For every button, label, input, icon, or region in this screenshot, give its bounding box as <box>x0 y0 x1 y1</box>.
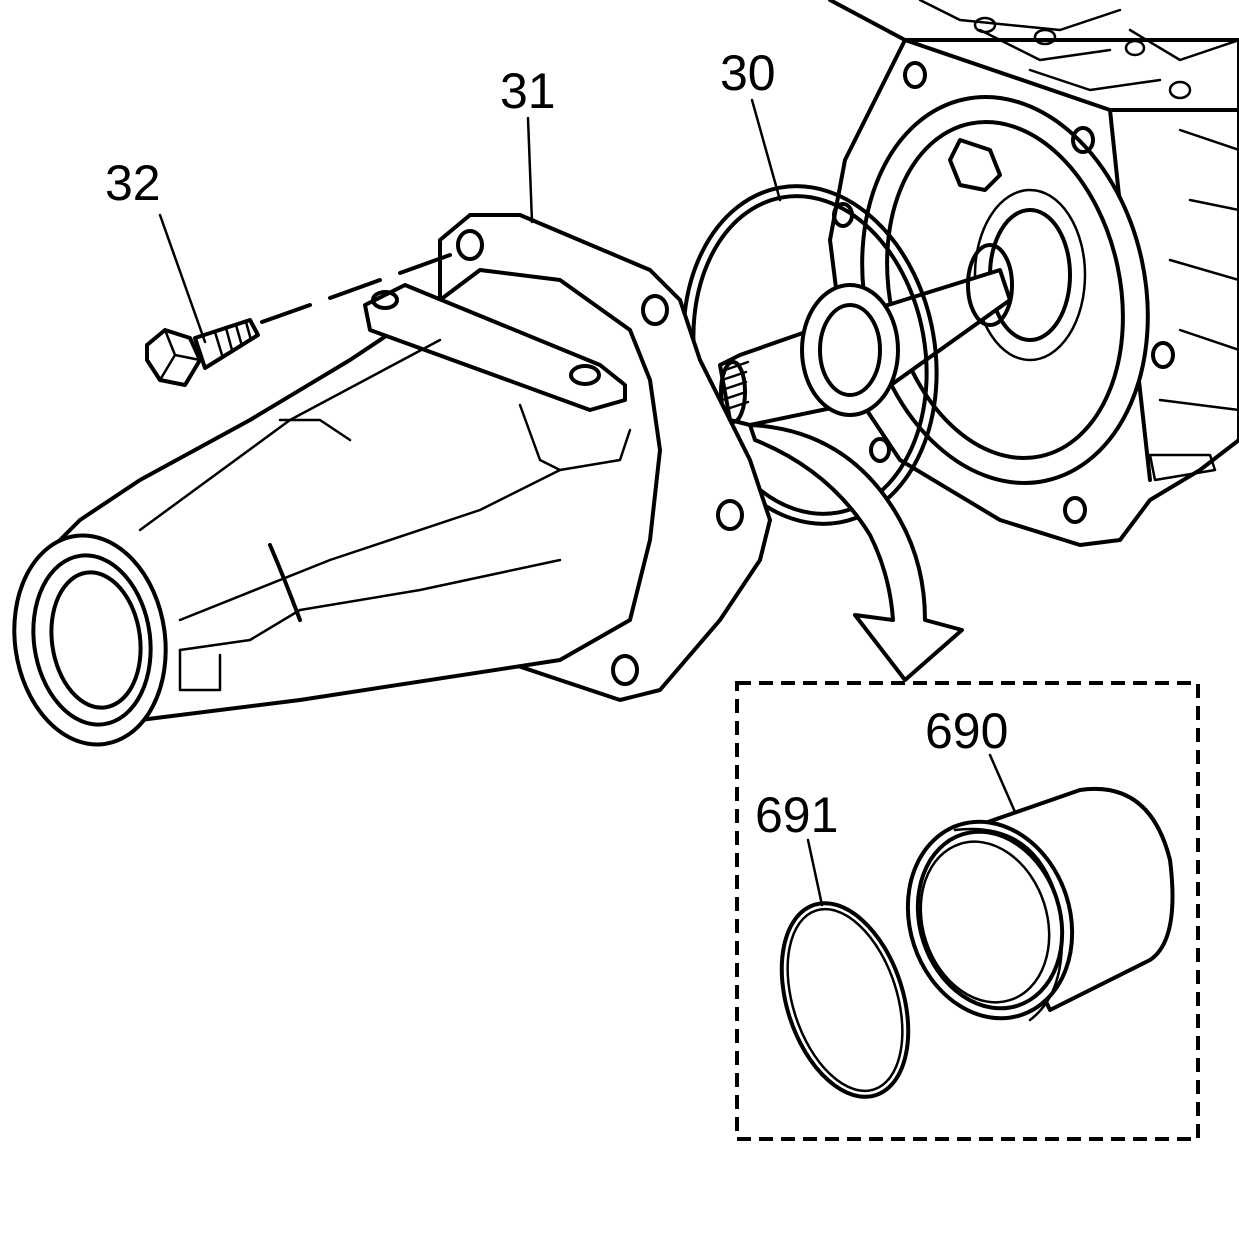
output-shaft <box>718 243 1014 427</box>
bushing-690 <box>905 786 1175 1022</box>
detail-inset <box>735 681 1200 1141</box>
detail-arrow <box>748 423 964 682</box>
leader-lines <box>158 98 1017 907</box>
extension-housing-31 <box>12 213 772 747</box>
callout-690: 690 <box>925 703 1008 759</box>
leader-32 <box>158 213 207 344</box>
callout-31: 31 <box>500 63 556 119</box>
leader-31 <box>526 116 534 224</box>
callout-labels: 32 31 30 690 691 <box>105 45 1008 843</box>
leader-691 <box>806 838 824 907</box>
callout-30: 30 <box>720 45 776 101</box>
callout-32: 32 <box>105 155 161 211</box>
callout-691: 691 <box>755 787 838 843</box>
bolt-32 <box>145 253 452 387</box>
transmission-case <box>828 0 1239 547</box>
dashed-frame <box>735 681 1200 1141</box>
seal-ring-691 <box>779 901 911 1099</box>
leader-690 <box>988 753 1017 814</box>
leader-30 <box>750 98 782 202</box>
